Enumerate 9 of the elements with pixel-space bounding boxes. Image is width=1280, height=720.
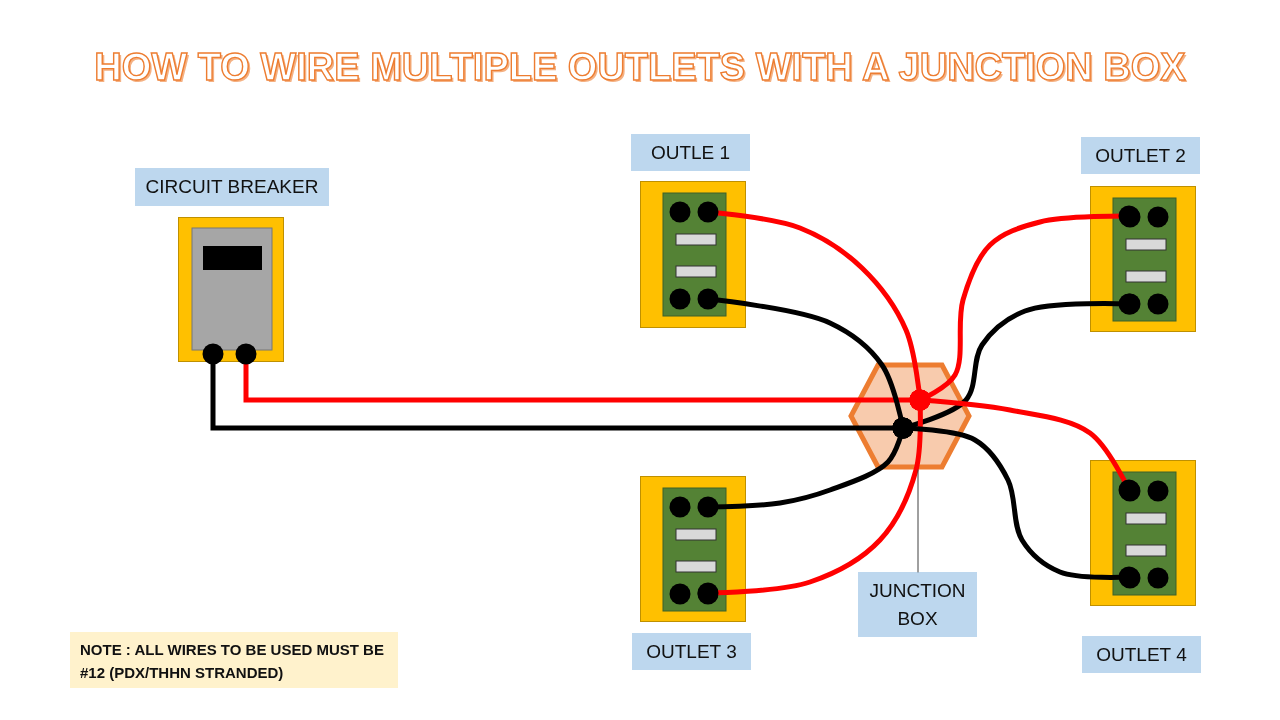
leader-line — [917, 469, 919, 573]
device-label: OUTLET 3 — [632, 633, 751, 670]
device-label: OUTLET 4 — [1082, 636, 1201, 673]
note-text: NOTE : ALL WIRES TO BE USED MUST BE #12 (PDX/THHN STRANDED) — [70, 632, 398, 688]
device-label: OUTLET 2 — [1081, 137, 1200, 174]
device-label: OUTLE 1 — [631, 134, 750, 171]
device-label: JUNCTION BOX — [858, 572, 977, 637]
title: HOW TO WIRE MULTIPLE OUTLETS WITH A JUNCTION BOX — [93, 46, 1188, 89]
device-label: CIRCUIT BREAKER — [135, 168, 329, 206]
